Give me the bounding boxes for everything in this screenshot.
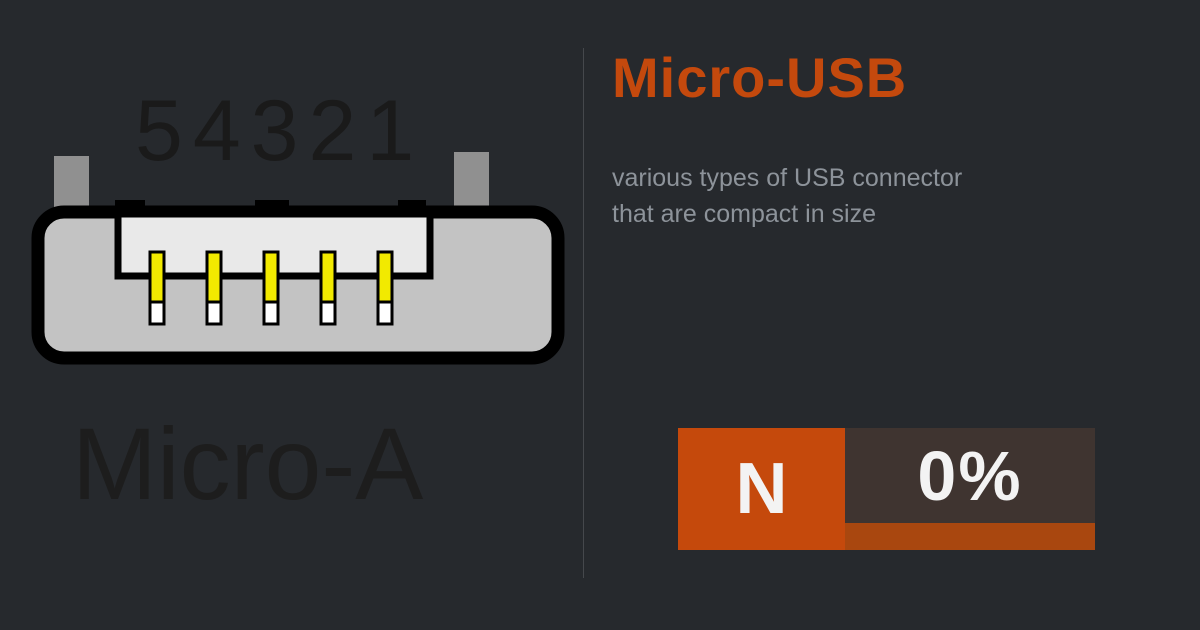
description-line-1: various types of USB connector [612,164,963,192]
pin [148,250,166,326]
description-line-2: that are compact in size [612,200,877,228]
pin [319,250,337,326]
connector-top-tab [398,200,426,214]
connector-type-label: Micro-A [72,407,424,521]
connector-pins [148,250,394,326]
badge-percent-value: 0% [917,436,1023,515]
badge-percent-section: 0% [845,428,1095,550]
connector-top-tab [255,200,289,214]
page-title: Micro-USB [612,46,908,109]
description-text: various types of USB connector that are … [612,160,962,232]
pin [376,250,394,326]
badge-percent-box: 0% [845,428,1095,523]
badge-progress-bar [845,523,1095,550]
pin [262,250,280,326]
badge-letter-box: N [678,428,845,550]
pin [205,250,223,326]
badge-letter: N [735,449,788,529]
vertical-divider [583,48,584,578]
connector-top-tab [115,200,145,214]
micro-a-connector-diagram [31,152,565,365]
pin-numbers-label: 54321 [135,83,425,179]
rating-badge: N 0% [678,428,1095,550]
